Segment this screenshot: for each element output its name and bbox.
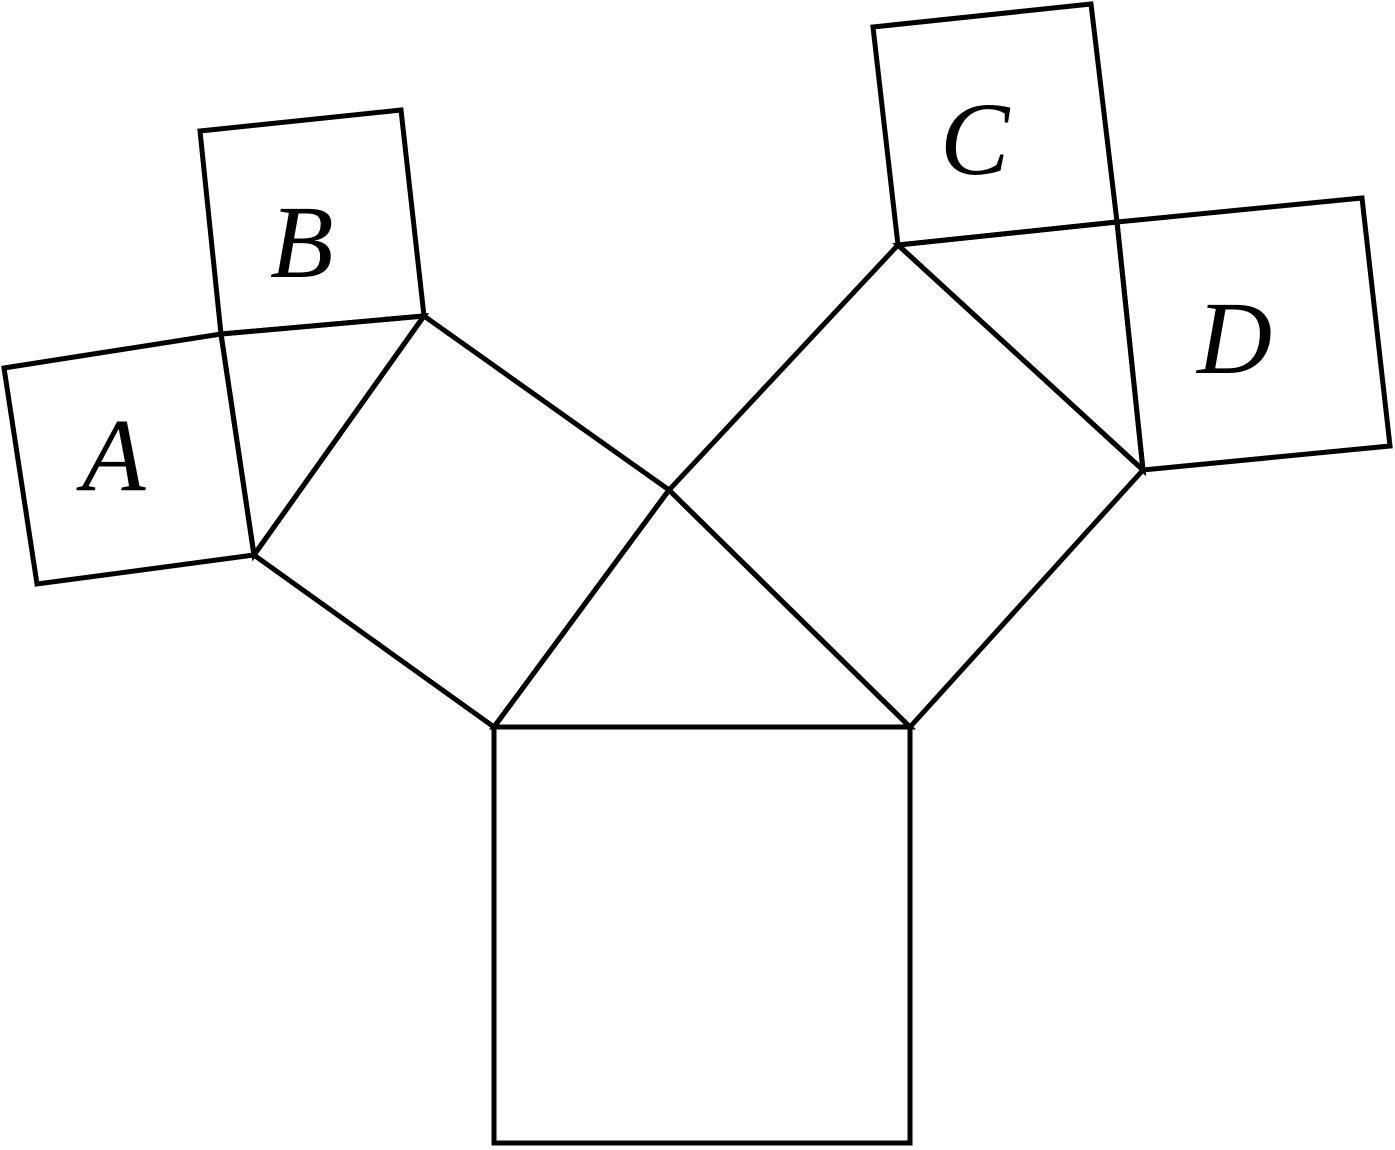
square-c	[870, 1, 1120, 248]
left-middle-square	[250, 312, 673, 731]
square-b	[197, 107, 427, 337]
square-d	[1114, 195, 1393, 473]
square-a	[1, 331, 257, 587]
label-d: D	[1195, 281, 1272, 396]
bottom-square	[491, 724, 913, 1146]
label-a: A	[76, 398, 146, 513]
right-small-triangle	[892, 219, 1147, 477]
label-b: B	[270, 185, 334, 300]
left-small-triangle	[218, 313, 430, 562]
right-middle-square	[665, 241, 1147, 731]
label-c: C	[940, 82, 1011, 197]
